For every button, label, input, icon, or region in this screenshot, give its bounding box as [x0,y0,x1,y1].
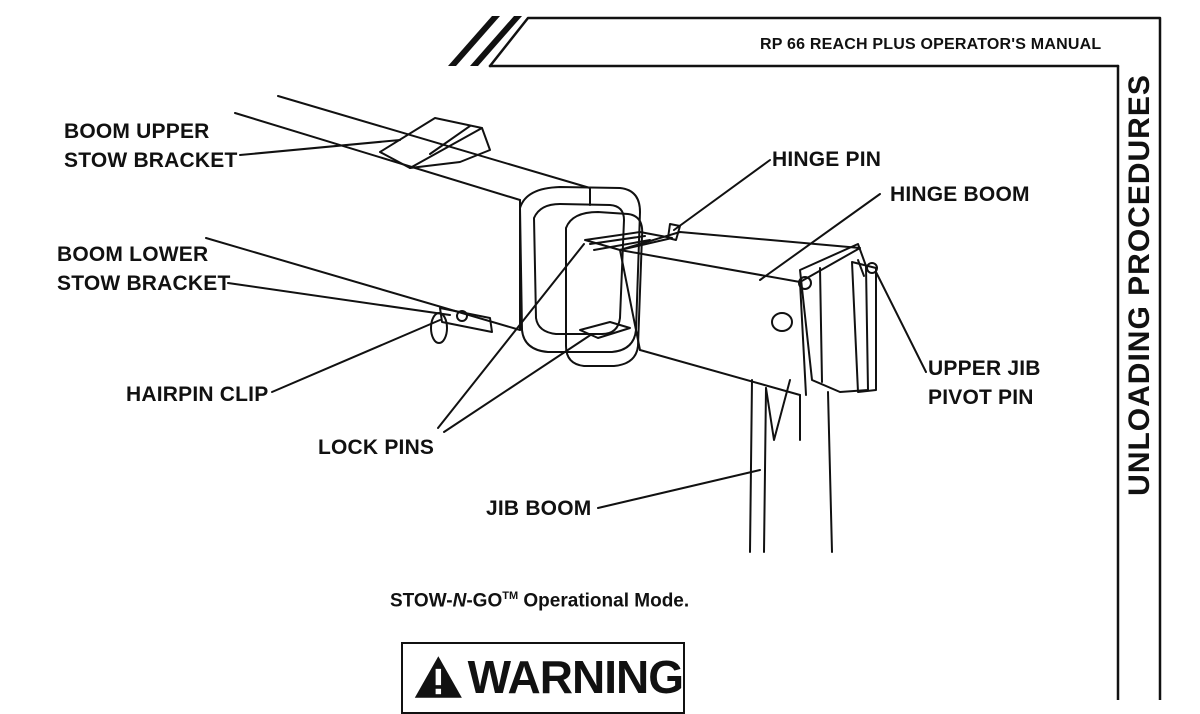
callout-upper-jib-pivot-pin-line1: UPPER JIB [928,357,1041,380]
header-frame [448,16,1162,700]
callout-hinge-pin: HINGE PIN [772,148,882,171]
warning-triangle-icon [414,656,462,698]
section-tab-label: UNLOADING PROCEDURES [1123,74,1157,496]
caption-part-3: -GO [466,590,503,612]
callout-upper-jib-pivot-pin: UPPER JIB PIVOT PIN [928,354,1041,412]
jib-boom-drawing [749,379,833,553]
callout-boom-lower-stow-bracket-line2: STOW BRACKET [57,272,231,295]
callout-upper-jib-pivot-pin-line2: PIVOT PIN [928,386,1034,409]
leader-lines [227,139,927,509]
warning-label: WARNING [467,651,684,703]
callout-boom-lower-stow-bracket-line1: BOOM LOWER [57,243,209,266]
callout-jib-boom: JIB BOOM [486,497,592,520]
callout-boom-lower-stow-bracket: BOOM LOWER STOW BRACKET [57,240,231,298]
hinge-boom-drawing [619,223,861,396]
caption-part-1: STOW- [390,590,453,612]
section-tab: UNLOADING PROCEDURES [1117,70,1163,500]
caption-part-4: Operational Mode. [518,590,690,612]
callout-boom-upper-stow-bracket: BOOM UPPER STOW BRACKET [64,117,238,175]
callout-boom-upper-stow-bracket-line1: BOOM UPPER [64,120,210,143]
callout-boom-upper-stow-bracket-line2: STOW BRACKET [64,149,238,172]
callout-hinge-boom: HINGE BOOM [890,183,1030,206]
figure-caption: STOW-N-GOTM Operational Mode. [390,590,689,612]
manual-title: RP 66 REACH PLUS OPERATOR'S MANUAL [760,36,1102,53]
caption-part-2: N [452,590,467,612]
warning-box: WARNING [401,642,685,714]
callout-hairpin-clip: HAIRPIN CLIP [126,383,269,406]
callout-lock-pins: LOCK PINS [318,436,435,459]
collar-assembly [519,186,673,367]
jib-pivot-plates [798,243,878,393]
upper-stow-bracket-drawing [379,117,491,169]
caption-trademark: TM [502,590,519,602]
main-boom [205,95,591,331]
